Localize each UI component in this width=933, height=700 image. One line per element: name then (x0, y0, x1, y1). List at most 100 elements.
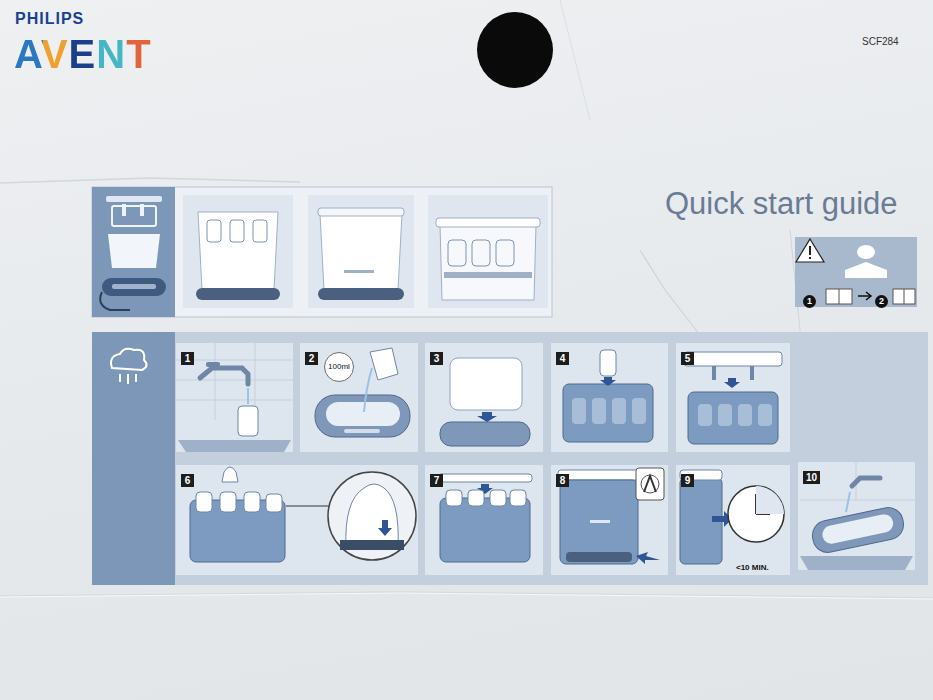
step-8-power (566, 552, 632, 562)
warning-panel (795, 237, 917, 307)
warning-panel (796, 239, 824, 262)
step-number: 9 (681, 474, 694, 487)
warning-panel (857, 245, 875, 259)
step-6-teats (190, 467, 416, 562)
step-circle-holder: 2 (875, 290, 888, 308)
step-10-rinse (800, 556, 913, 570)
step-2-water (370, 348, 398, 380)
cardboard-crease (0, 592, 933, 598)
step-4-bottles (572, 398, 586, 424)
step-number: 2 (305, 352, 318, 365)
step-3-chamber (450, 358, 522, 410)
step-3-chamber (477, 412, 497, 422)
step-number-holder: 6 (181, 470, 194, 488)
step-panel: 3 (425, 343, 543, 452)
step-9-timer (756, 486, 784, 514)
step-2-water (315, 395, 410, 437)
step-6-teats (286, 506, 330, 507)
overview-strip (318, 288, 404, 300)
step-number: 1 (181, 352, 194, 365)
step-7-lid (440, 498, 530, 562)
punch-hole (477, 12, 553, 88)
warning-panel (893, 289, 915, 304)
overview-strip (92, 187, 552, 317)
step-8-power (558, 468, 664, 564)
step-2-water (315, 348, 410, 437)
step-6-teats (220, 492, 236, 512)
cardboard-crease (0, 0, 933, 599)
punch-hole (477, 12, 553, 88)
step-6-teats (328, 472, 416, 560)
step-8-power (636, 552, 660, 564)
step-panel: 1 (176, 343, 293, 452)
guide-title-holder: Quick start guide (665, 186, 898, 222)
step-10-rinse (846, 492, 850, 512)
step-panel: 6 (176, 465, 418, 575)
brand-logo: AVENT (14, 32, 152, 76)
overview-strip (253, 220, 267, 242)
model-number-holder: SCF284 (862, 31, 899, 49)
step-7-lid (490, 490, 506, 506)
step-3-chamber (440, 358, 530, 446)
step-1-tap (247, 388, 249, 404)
step-7-lid (446, 490, 462, 506)
step-4-bottles (563, 384, 653, 442)
model-number: SCF284 (862, 36, 899, 47)
step-number: 5 (681, 352, 694, 365)
step-number-holder: 5 (681, 348, 694, 366)
step-7-lid (468, 490, 484, 506)
step-number: 10 (803, 471, 820, 484)
overview-strip (196, 288, 280, 300)
overview-strip (106, 196, 162, 202)
overview-strip (320, 214, 402, 290)
step-6-teats (222, 467, 238, 482)
warning-panel (845, 262, 887, 278)
overview-strip (444, 272, 532, 278)
cardboard-crease (640, 250, 700, 335)
step-5-basket (684, 352, 782, 366)
steps-strip (425, 465, 543, 575)
step-number-holder: 8 (556, 470, 569, 488)
step-number: 6 (181, 474, 194, 487)
step-4-bottles (632, 398, 646, 424)
overview-strip (318, 208, 404, 216)
step-5-basket (724, 378, 740, 388)
overview-strip (436, 218, 540, 227)
step-panel: 4 (551, 343, 668, 452)
step-8-power (558, 470, 640, 480)
step-5-basket (750, 366, 754, 380)
overview-strip (112, 206, 156, 226)
step-1-tap (238, 406, 258, 436)
step-number-holder: 3 (430, 348, 443, 366)
step-5-basket (688, 392, 778, 444)
warning-panel (809, 257, 811, 259)
steps-strip (120, 374, 136, 384)
steps-strip (798, 462, 915, 570)
steps-strip (92, 332, 928, 585)
warning-panel (809, 246, 811, 255)
steps-strip (92, 332, 928, 585)
step-circle: 2 (875, 295, 888, 308)
step-number-holder: 9 (681, 470, 694, 488)
step-number-holder: 4 (556, 348, 569, 366)
step-number: 4 (556, 352, 569, 365)
step-1-tap (200, 368, 248, 384)
warning-panel (858, 292, 871, 300)
step-1-tap (176, 343, 293, 452)
overview-strip (112, 284, 156, 289)
steps-strip (551, 343, 668, 452)
steps-strip (176, 343, 293, 452)
step-8-power (644, 476, 656, 492)
volume-callout-holder: 100ml (324, 352, 354, 382)
step-number: 7 (430, 474, 443, 487)
time-note: <10 MIN. (736, 563, 769, 572)
step-10-rinse (852, 478, 880, 486)
cardboard-crease (0, 178, 300, 183)
step-number: 8 (556, 474, 569, 487)
steps-strip (111, 349, 147, 370)
step-circle: 1 (803, 295, 816, 308)
overview-strip (102, 278, 166, 296)
step-3-chamber (440, 422, 530, 446)
step-1-tap (206, 362, 220, 367)
